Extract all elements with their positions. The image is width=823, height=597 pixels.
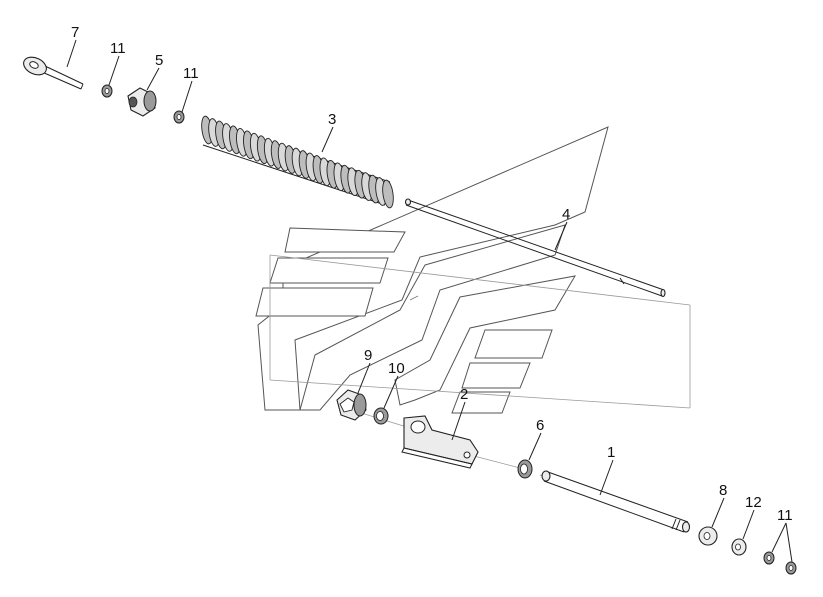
callout-9: 9	[364, 347, 372, 364]
callout-12: 12	[745, 494, 762, 511]
eye-bolt-part-7[interactable]	[21, 54, 84, 90]
callout-3: 3	[328, 111, 336, 128]
callout-labels: 1 2 3 4 5 6 7 8 9 10 11 11 11 12	[71, 24, 793, 524]
callout-11-c: 11	[777, 507, 793, 524]
washer-part-8[interactable]	[698, 526, 718, 546]
ring-part-10[interactable]	[373, 407, 389, 425]
watermark-logo	[255, 126, 609, 414]
bracket-part-2[interactable]	[401, 415, 479, 469]
nut-part-11-a[interactable]	[101, 84, 113, 98]
leader-lines	[66, 39, 793, 563]
nut-part-11-d[interactable]	[785, 561, 797, 575]
callout-5: 5	[155, 52, 163, 69]
bushing-part-9[interactable]	[336, 389, 367, 421]
callout-1: 1	[607, 444, 615, 461]
callout-11-a: 11	[110, 40, 126, 57]
spring-seat-part-5[interactable]	[127, 87, 157, 117]
nut-part-11-c[interactable]	[763, 551, 775, 565]
callout-4: 4	[562, 206, 570, 223]
callout-11-b: 11	[183, 65, 199, 82]
coil-spring-part-3[interactable]	[200, 115, 395, 209]
callout-7: 7	[71, 24, 79, 41]
callout-6: 6	[536, 417, 544, 434]
spring-coil	[382, 179, 394, 209]
callout-10: 10	[388, 360, 405, 377]
rod-part-4[interactable]	[404, 198, 666, 298]
callout-2: 2	[460, 386, 468, 403]
callout-8: 8	[719, 482, 727, 499]
shaft-part-1[interactable]	[541, 470, 691, 533]
washer-part-12[interactable]	[731, 538, 747, 556]
nut-part-11-b[interactable]	[173, 110, 185, 124]
bushing-part-6[interactable]	[517, 459, 533, 479]
